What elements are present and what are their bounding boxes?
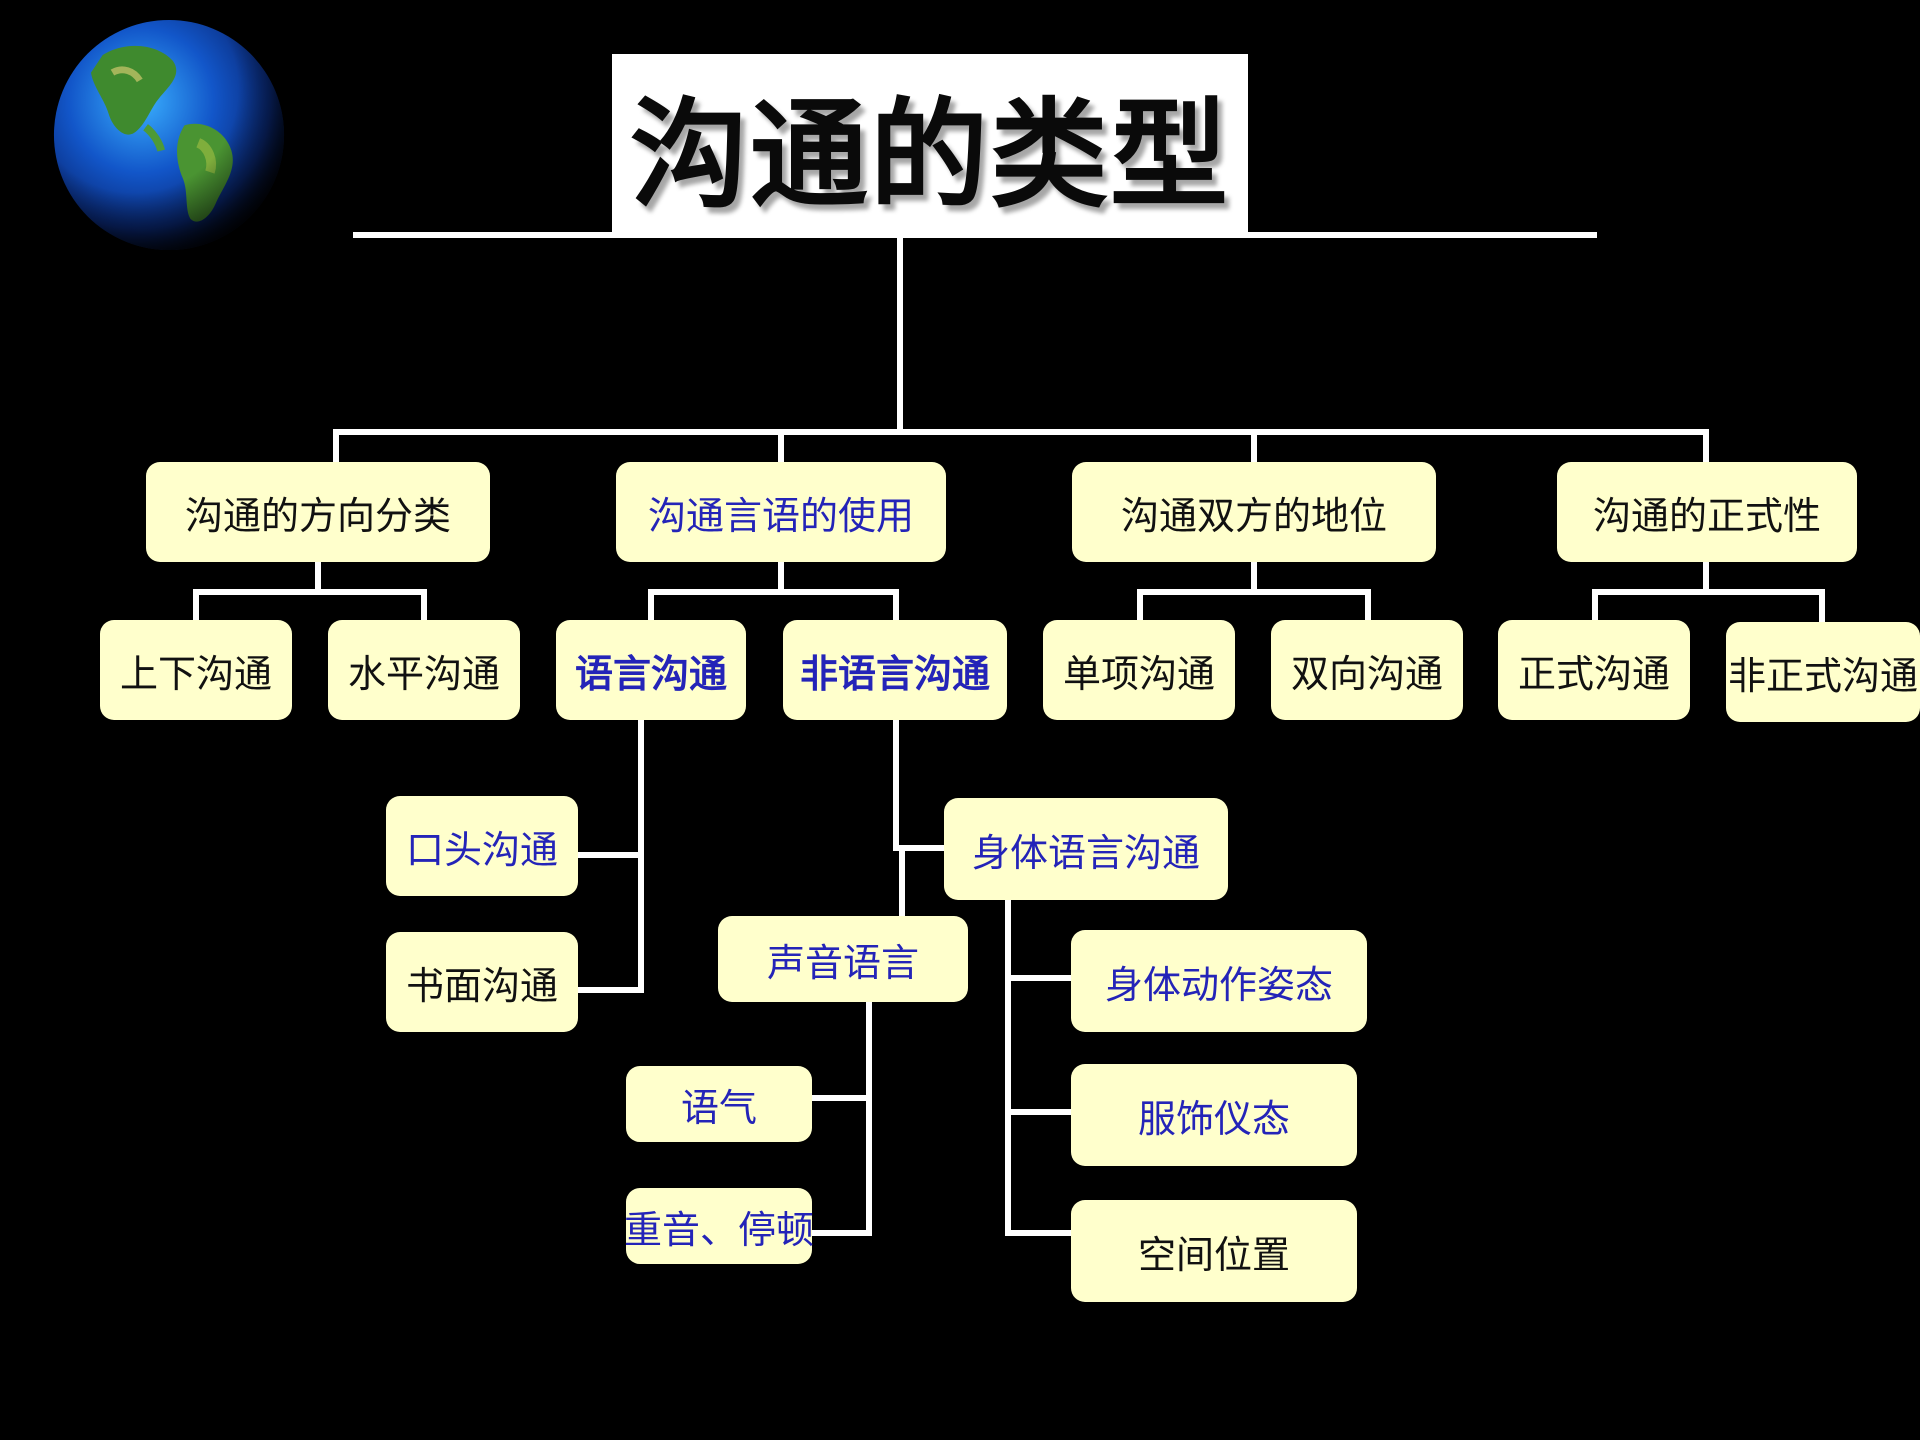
leaf-nonverbal: 非语言沟通 xyxy=(783,620,1007,720)
leaf-nonverbal-label: 非语言沟通 xyxy=(799,650,990,696)
verbal-written: 书面沟通 xyxy=(386,932,578,1032)
category-status: 沟通双方的地位 xyxy=(1072,462,1436,562)
leaf-oneway-label: 单项沟通 xyxy=(1062,651,1215,696)
voice-tone-label: 语气 xyxy=(680,1085,757,1130)
body-dress-label: 服饰仪态 xyxy=(1137,1096,1290,1141)
leaf-oneway: 单项沟通 xyxy=(1043,620,1235,720)
nonverbal-voice-label: 声音语言 xyxy=(766,940,919,985)
leaf-horizontal-label: 水平沟通 xyxy=(347,651,500,696)
leaf-verbal: 语言沟通 xyxy=(556,620,746,720)
verbal-oral-label: 口头沟通 xyxy=(405,827,558,872)
leaf-verbal-label: 语言沟通 xyxy=(574,650,727,696)
body-dress: 服饰仪态 xyxy=(1071,1064,1357,1166)
nonverbal-body-language-label: 身体语言沟通 xyxy=(971,830,1200,875)
voice-stress-label: 重音、停顿 xyxy=(624,1207,815,1252)
voice-stress: 重音、停顿 xyxy=(624,1188,815,1264)
leaf-informal: 非正式沟通 xyxy=(1726,622,1920,722)
leaf-updown-label: 上下沟通 xyxy=(119,651,272,696)
body-space: 空间位置 xyxy=(1071,1200,1357,1302)
verbal-oral: 口头沟通 xyxy=(386,796,578,896)
leaf-informal-label: 非正式沟通 xyxy=(1727,653,1918,698)
category-formality-label: 沟通的正式性 xyxy=(1592,493,1821,538)
leaf-formal-label: 正式沟通 xyxy=(1517,651,1670,696)
category-direction: 沟通的方向分类 xyxy=(146,462,490,562)
leaf-updown: 上下沟通 xyxy=(100,620,292,720)
category-language-use: 沟通言语的使用 xyxy=(616,462,946,562)
body-space-label: 空间位置 xyxy=(1137,1232,1290,1277)
nonverbal-body-language: 身体语言沟通 xyxy=(944,798,1228,900)
leaf-twoway: 双向沟通 xyxy=(1271,620,1463,720)
body-posture: 身体动作姿态 xyxy=(1071,930,1367,1032)
leaf-formal: 正式沟通 xyxy=(1498,620,1690,720)
leaf-twoway-label: 双向沟通 xyxy=(1290,651,1443,696)
voice-tone: 语气 xyxy=(626,1066,812,1142)
category-language-use-label: 沟通言语的使用 xyxy=(647,493,914,538)
body-posture-label: 身体动作姿态 xyxy=(1104,962,1333,1007)
category-direction-label: 沟通的方向分类 xyxy=(184,493,451,538)
page-title: 沟通的类型 xyxy=(629,85,1230,224)
earth-globe-icon xyxy=(52,14,286,256)
category-status-label: 沟通双方的地位 xyxy=(1120,493,1387,538)
nonverbal-voice: 声音语言 xyxy=(718,916,968,1002)
leaf-horizontal: 水平沟通 xyxy=(328,620,520,720)
title-box: 沟通的类型 xyxy=(612,54,1248,234)
verbal-written-label: 书面沟通 xyxy=(405,963,558,1008)
category-formality: 沟通的正式性 xyxy=(1557,462,1857,562)
